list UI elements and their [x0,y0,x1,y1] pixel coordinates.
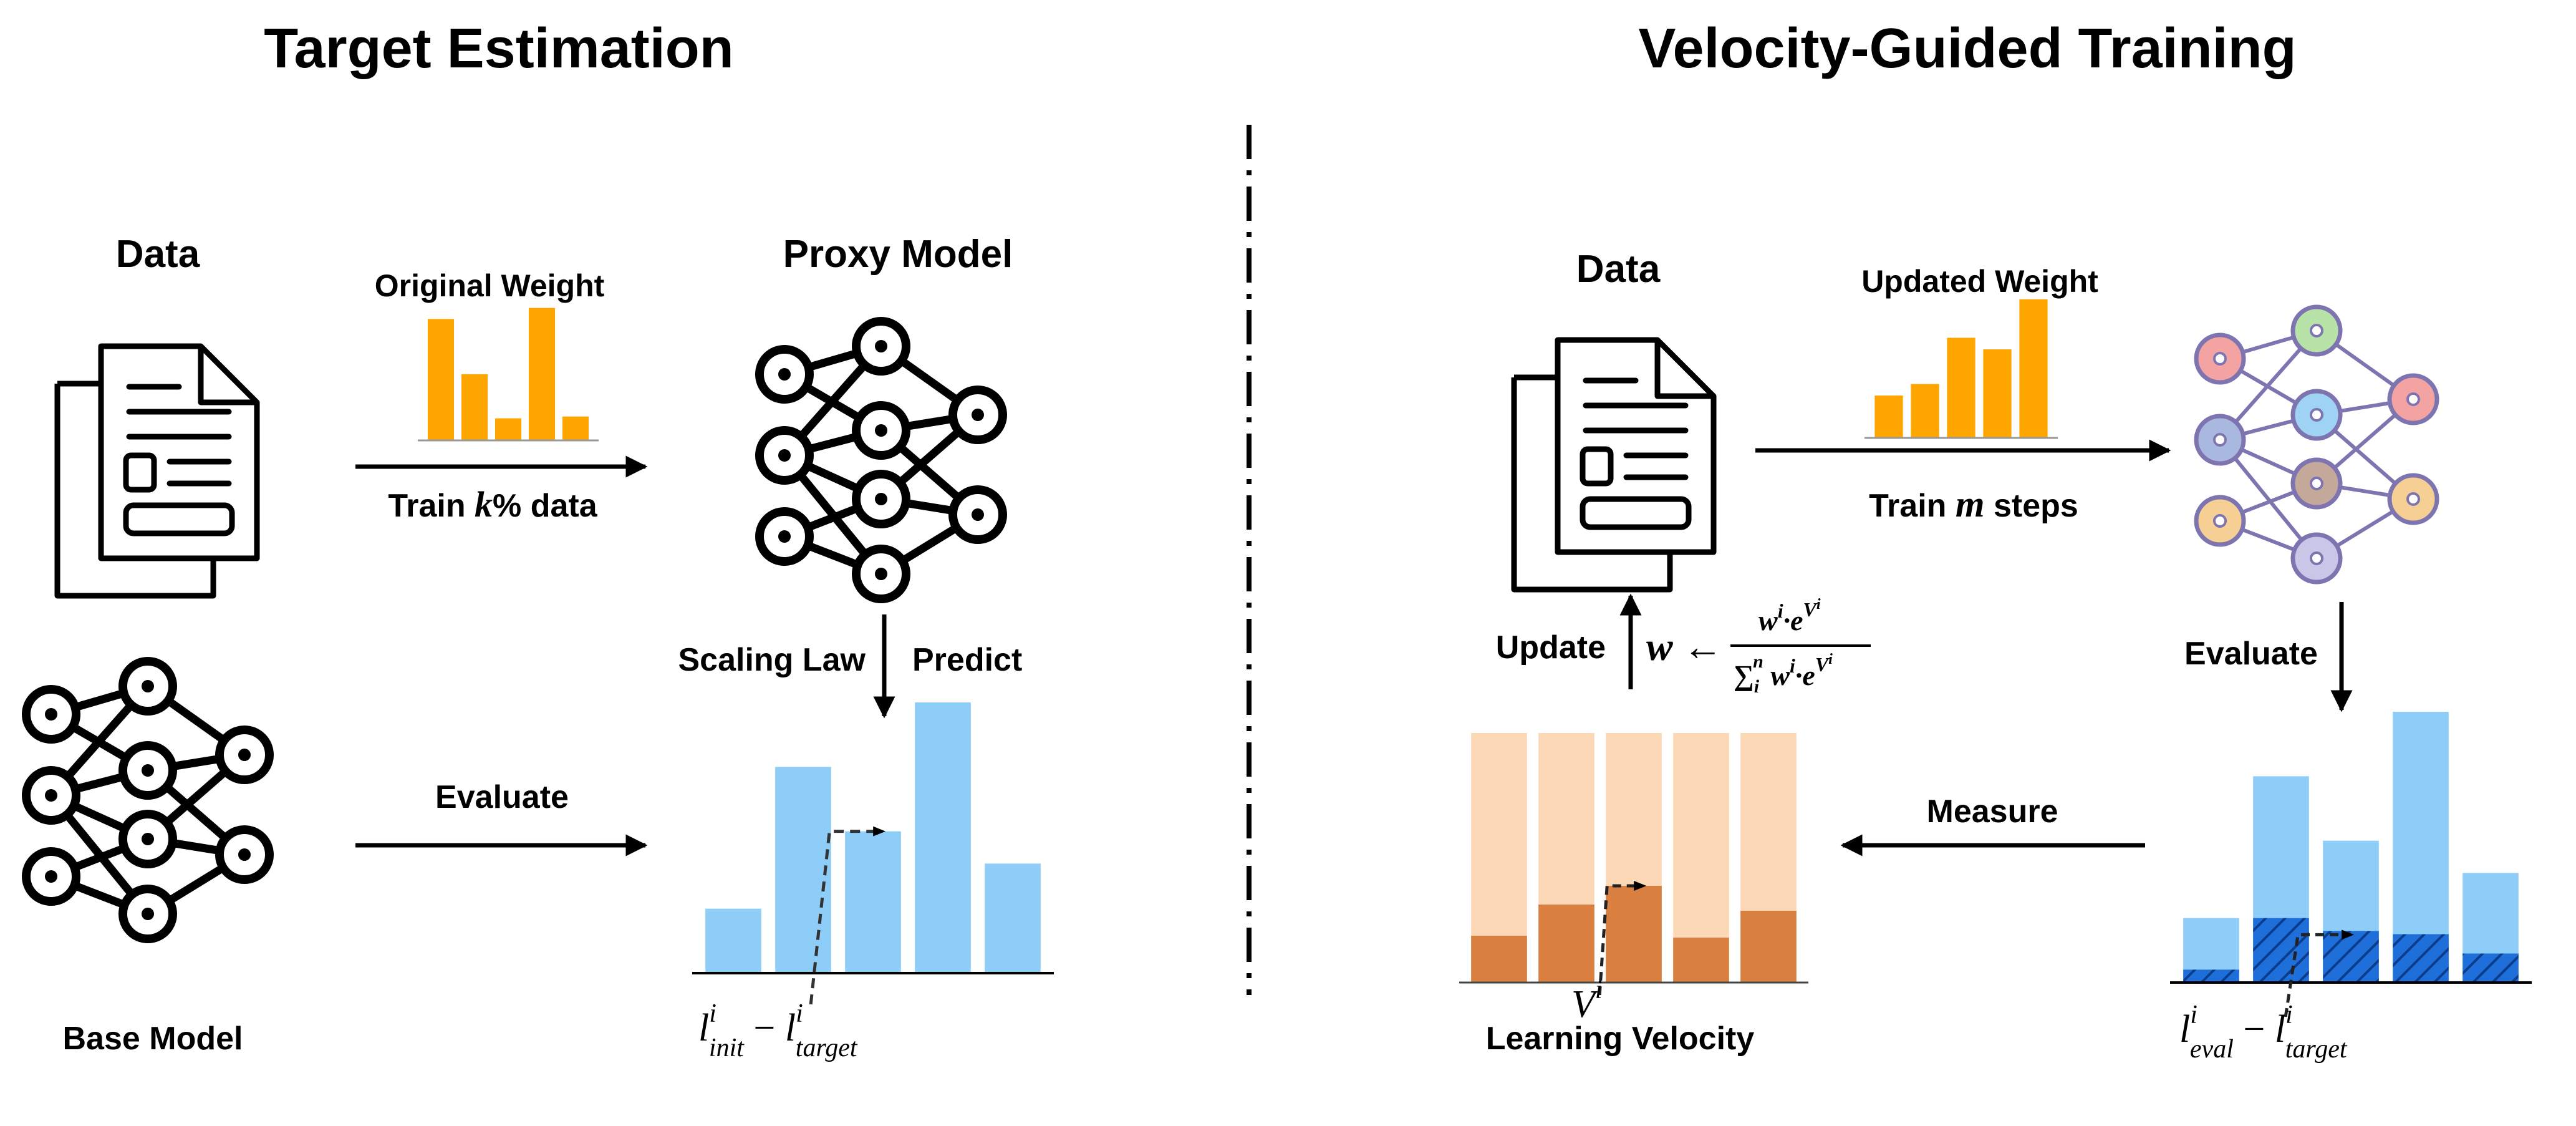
network-node-center [238,749,251,761]
eval-hatched-bar [2393,934,2449,983]
predict-label: Predict [912,642,1022,678]
train-k-label: Train k% data [388,484,597,525]
base-model-label: Base Model [63,1021,243,1057]
updated-weight-label: Updated Weight [1861,264,2098,299]
network-node-center [45,708,57,721]
network-node-center [875,493,887,505]
velocity-symbol: Vi [1571,976,1603,1026]
network-node-center [875,424,887,437]
weight-bar [2019,299,2048,438]
eval-gap-annotation [2284,929,2355,1017]
loss-bar [845,831,901,973]
eval-hatched-bar [2253,918,2309,983]
loss-bar [775,767,831,973]
right-data-label: Data [1576,248,1661,291]
base-model-icon [22,657,274,943]
loss-bar [705,908,761,973]
original-weight-chart [418,308,599,442]
network-node-center [2310,551,2323,565]
eval-hatched-bar [2183,969,2239,983]
updated-weight-chart [1864,299,2058,439]
weight-bar [494,418,522,440]
loss-bar [985,863,1041,973]
network-node-center [875,340,887,352]
network-node-center [142,833,154,845]
right-title: Velocity-Guided Training [1638,17,2296,80]
train-m-label: Train m steps [1869,483,2078,525]
network-node-center [972,409,984,421]
loss-bar [915,702,971,973]
colored-neural-network-icon [2194,304,2439,585]
network-node-center [778,368,791,381]
target-loss-chart [692,702,1054,1005]
network-node-center [45,870,57,883]
left-title: Target Estimation [264,17,733,80]
svg-text:w ←: w ← [1646,624,1723,669]
learning-velocity-chart [1459,733,1808,996]
right-document-icon [1514,340,1714,590]
velocity-bar [1606,886,1662,983]
velocity-bar [1673,938,1729,983]
neural-network-icon [755,317,1007,603]
weight-bar [1983,349,2012,438]
network-node-center [45,789,57,802]
measure-label: Measure [1927,794,2058,830]
update-formula: w ← wi·eVi ∑in wi·eVi [1646,596,1871,697]
network-node-center [875,568,887,580]
network-node-center [142,680,154,692]
network-node-center [2310,477,2323,490]
scaling-law-label: Scaling Law [678,642,866,678]
velocity-bar [1471,936,1527,983]
weight-bar [461,374,488,440]
eval-loss-chart [2170,712,2532,1017]
svg-text:∑in wi·eVi: ∑in wi·eVi [1734,651,1833,697]
document-icon [57,346,257,596]
left-data-label: Data [116,233,200,276]
weight-bar [1947,337,1975,438]
network-node-center [778,449,791,462]
weight-bar [528,308,556,440]
weight-bar [1874,396,1903,438]
network-node-center [2213,352,2227,366]
network-node-center [2310,408,2323,422]
network-node-center [2310,324,2323,337]
proxy-model-label: Proxy Model [783,233,1013,276]
velocity-annotation [1598,881,1647,996]
learning-velocity-label: Learning Velocity [1486,1021,1755,1057]
svg-text:wi·eVi: wi·eVi [1758,596,1821,636]
network-node-center [238,848,251,861]
network-node-center [2213,514,2227,528]
network-node-center [2406,492,2420,506]
left-evaluate-label: Evaluate [435,779,569,815]
network-node-center [778,530,791,543]
velocity-bar [1740,911,1797,983]
network-node-center [142,764,154,777]
original-weight-label: Original Weight [375,268,605,303]
loss-gap-annotation [809,826,886,1005]
network-node-center [142,908,154,920]
right-evaluate-label: Evaluate [2184,636,2318,672]
weight-bar [562,416,589,440]
weight-bar [427,319,455,440]
weight-bar [1911,384,1939,438]
network-node-center [2406,392,2420,406]
network-node-center [972,508,984,521]
eval-hatched-bar [2323,931,2379,983]
eval-hatched-bar [2463,953,2519,983]
network-node-center [2213,433,2227,447]
velocity-bar [1538,905,1594,983]
update-label: Update [1496,629,1606,666]
